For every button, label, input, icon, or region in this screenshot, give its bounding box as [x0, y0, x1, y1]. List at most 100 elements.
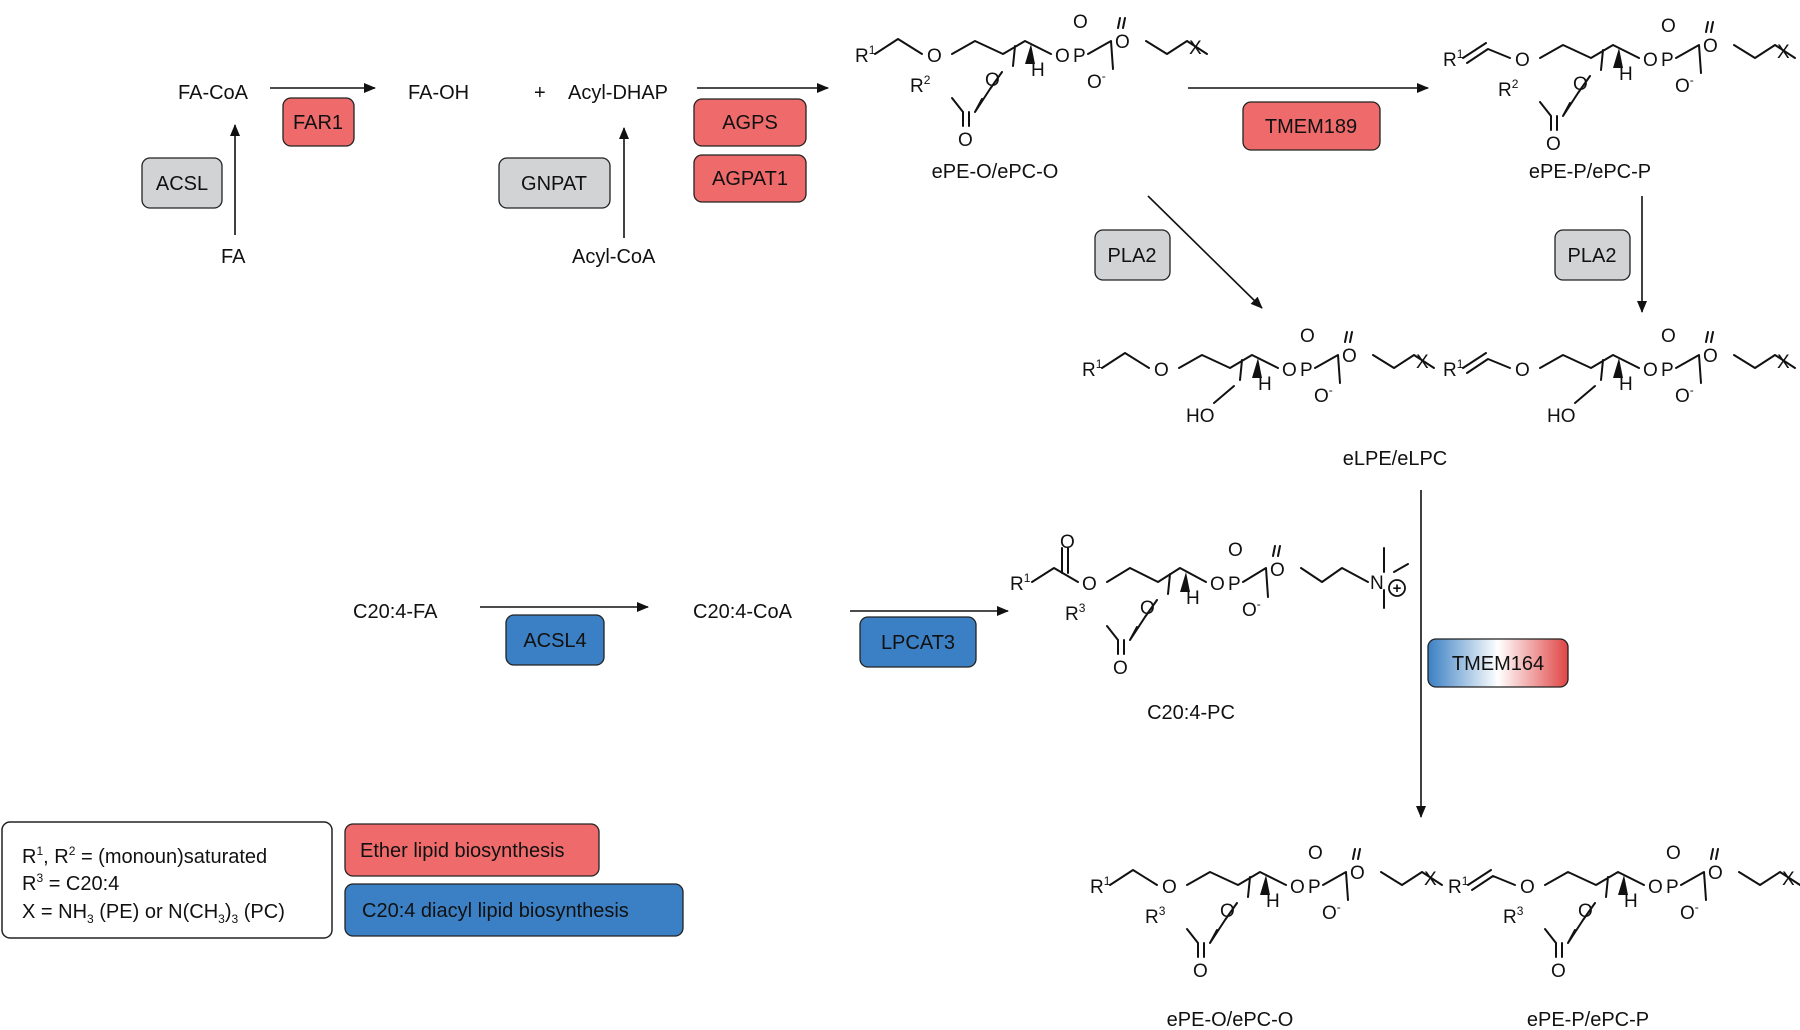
atom-o-phosphate-2: O: [1703, 36, 1718, 57]
arrow-epe-o-to-elpe: [1147, 195, 1263, 309]
label-elpe: eLPE/eLPC: [1343, 448, 1448, 470]
label-epe-p-bottom: ePE-P/ePC-P: [1527, 1009, 1649, 1030]
structure-epe-o-top: R1 O H O P O O- O X R2 O O: [855, 12, 1208, 151]
structure-epe-p-bottom: R1 O H O P O O- O X R3 O O: [1448, 843, 1800, 982]
agps-label: AGPS: [722, 112, 778, 134]
acsl-box: [141, 157, 223, 209]
atom-o-carbonyl: O: [1546, 134, 1561, 155]
legend-ether-label: Ether lipid biosynthesis: [360, 840, 565, 862]
atom-o-phosphate-2: O: [1270, 560, 1285, 581]
structure-elpe-left: R1 O H HO O P O O- O X: [1082, 326, 1435, 427]
far1-label: FAR1: [293, 112, 343, 134]
enzyme-acsl: ACSL: [141, 157, 223, 209]
atom-x: X: [1424, 869, 1437, 890]
legend-ether-swatch: [344, 823, 600, 877]
atom-o-ester-2: O: [1140, 598, 1155, 619]
atom-o-phosphate-1: O: [1643, 360, 1658, 381]
enzyme-acsl4: ACSL4: [505, 614, 605, 666]
atom-o-ether: O: [1520, 877, 1535, 898]
atom-r1: R1: [1448, 874, 1469, 898]
atom-o-double: O: [1666, 843, 1681, 864]
atom-o-ether: O: [1162, 877, 1177, 898]
atom-r1: R1: [1082, 357, 1103, 381]
enzyme-pla2-right: PLA2: [1554, 229, 1631, 281]
atom-o-phosphate-1: O: [1210, 574, 1225, 595]
atom-o-phosphate-1: O: [1648, 877, 1663, 898]
structure-ester-bonds: [1106, 545, 1409, 655]
atom-o-phosphate-2: O: [1350, 863, 1365, 884]
enzyme-pla2-left: PLA2: [1094, 229, 1171, 281]
legend: R1, R2 = (monoun)saturated R3 = C20:4 X …: [1, 821, 684, 939]
legend-diacyl-swatch: [344, 883, 684, 937]
atom-o-double: O: [1073, 12, 1088, 33]
structure-ester-bonds: [951, 17, 1208, 127]
acsl4-label: ACSL4: [523, 630, 586, 652]
atom-x: X: [1777, 42, 1790, 63]
lpcat3-label: LPCAT3: [881, 632, 955, 654]
structure-backbone: [1109, 869, 1287, 944]
atom-o-phosphate-2: O: [1342, 346, 1357, 367]
atom-o-minus: O-: [1087, 69, 1106, 93]
structure-epe-p-top: R1 O H O P O O- O X R2 O O: [1443, 16, 1796, 155]
atom-h: H: [1619, 64, 1633, 85]
atom-o-carbonyl: O: [958, 130, 973, 151]
enzyme-far1: FAR1: [282, 97, 355, 147]
legend-r1-r2-line: R1, R2 = (monoun)saturated: [22, 844, 267, 868]
atom-r1: R1: [1010, 571, 1031, 595]
atom-p: P: [1300, 360, 1313, 381]
structure-phosphate-bonds: [1675, 331, 1796, 384]
atom-o-phosphate-2: O: [1708, 863, 1723, 884]
stereo-wedge: [1613, 358, 1623, 378]
gnpat-label: GNPAT: [521, 173, 587, 195]
atom-o-double: O: [1228, 540, 1243, 561]
atom-o-ether: O: [1515, 360, 1530, 381]
legend-x-line: X = NH3 (PE) or N(CH3)3 (PC): [22, 901, 285, 926]
structure-ester-bonds: [1544, 848, 1800, 958]
fa-label: FA: [221, 246, 246, 268]
atom-h: H: [1031, 60, 1045, 81]
enzyme-tmem189: TMEM189: [1242, 101, 1381, 151]
atom-o-phosphate-2: O: [1115, 32, 1130, 53]
atom-o-ester: O: [1573, 74, 1588, 95]
acsl-label: ACSL: [156, 173, 208, 195]
atom-o-ether: O: [927, 46, 942, 67]
gnpat-box: [498, 157, 611, 209]
atom-o-carbonyl: O: [1193, 961, 1208, 982]
atom-o-ester-1: O: [1082, 574, 1097, 595]
atom-o-ester: O: [1220, 901, 1235, 922]
enzyme-agps: AGPS: [693, 98, 807, 147]
atom-r3: R3: [1503, 904, 1524, 928]
atom-p: P: [1661, 50, 1674, 71]
atom-o-phosphate-1: O: [1282, 360, 1297, 381]
enzyme-tmem164: TMEM164: [1427, 638, 1569, 688]
atom-o-phosphate-1: O: [1055, 46, 1070, 67]
fa-oh-label: FA-OH: [408, 82, 469, 104]
atom-r2: R2: [1498, 77, 1519, 101]
atom-r3: R3: [1065, 601, 1086, 625]
positive-charge: +: [1388, 579, 1406, 597]
atom-o-minus: O-: [1675, 73, 1694, 97]
atom-o-minus: O-: [1680, 900, 1699, 924]
structure-backbone: [1462, 352, 1640, 404]
atom-h: H: [1624, 891, 1638, 912]
pla2-right-box: [1554, 229, 1631, 281]
stereo-wedge: [1613, 48, 1623, 68]
structure-backbone: [874, 38, 1052, 113]
atom-o-double: O: [1300, 326, 1315, 347]
atom-r1: R1: [1443, 47, 1464, 71]
atom-o-ether: O: [1515, 50, 1530, 71]
atom-ho: HO: [1186, 406, 1215, 427]
fa-coa-label: FA-CoA: [178, 82, 249, 104]
agpat1-box: [693, 154, 807, 203]
atom-p: P: [1308, 877, 1321, 898]
c204-coa-label: C20:4-CoA: [693, 601, 793, 623]
atom-r1: R1: [1090, 874, 1111, 898]
structure-phosphate-bonds: [1314, 331, 1435, 384]
enzyme-lpcat3: LPCAT3: [859, 616, 977, 668]
atom-h: H: [1186, 588, 1200, 609]
structure-backbone: [1467, 869, 1645, 944]
atom-p: P: [1666, 877, 1679, 898]
atom-h: H: [1266, 891, 1280, 912]
tmem164-label: TMEM164: [1452, 653, 1544, 675]
